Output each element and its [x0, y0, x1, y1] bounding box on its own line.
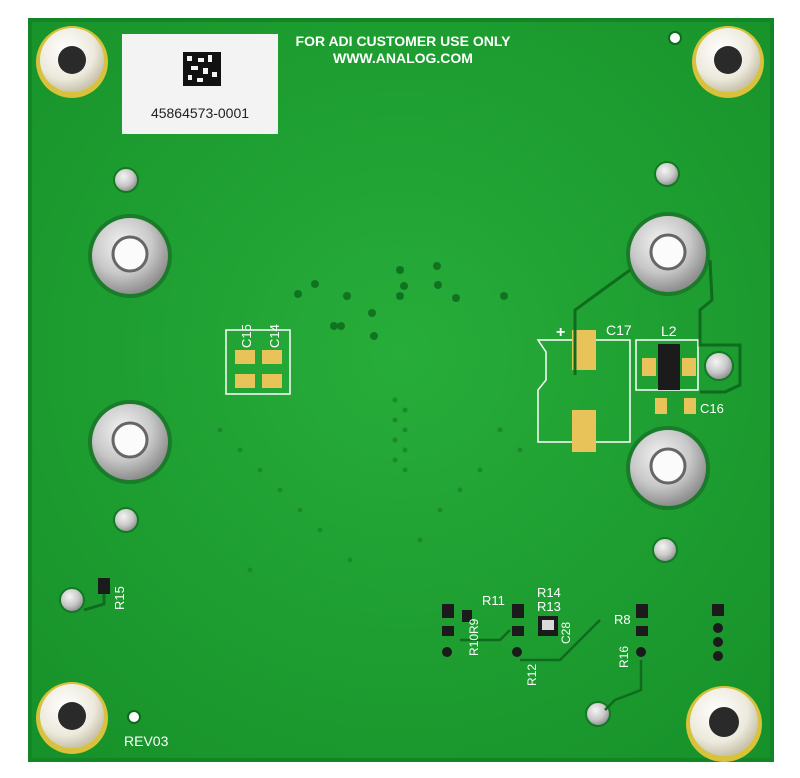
refdes-l2: L2	[661, 323, 677, 339]
refdes-r12: R12	[525, 664, 539, 686]
c15-c14-footprint: C15 C14	[225, 324, 291, 395]
refdes-r10r9: R10R9	[467, 618, 481, 656]
refdes-r11: R11	[482, 593, 505, 608]
refdes-r8: R8	[614, 612, 631, 627]
c16-footprint: C16	[655, 398, 724, 416]
terminal-hole-right-bottom	[626, 426, 710, 510]
plated-hole	[652, 537, 678, 563]
resistor-cluster: R11 R14 R13 R10R9 C28 R12	[442, 585, 601, 686]
refdes-c17: C17	[606, 322, 632, 338]
refdes-c15: C15	[239, 324, 254, 348]
r15-footprint: R15	[83, 578, 127, 612]
refdes-r16: R16	[617, 646, 631, 668]
refdes-r15: R15	[112, 586, 127, 610]
refdes-r13: R13	[537, 599, 561, 614]
standoff-top-right	[692, 26, 764, 98]
terminal-hole-left-top	[88, 214, 172, 298]
standoff-bottom-left	[36, 682, 108, 754]
trace	[573, 268, 631, 375]
standoff-bottom-right	[686, 686, 762, 762]
plated-hole	[585, 701, 611, 727]
label-serial: 45864573-0001	[151, 105, 249, 121]
fiducial-hole	[668, 31, 682, 45]
standoff-top-left	[36, 26, 108, 98]
revision-label: REV03	[124, 733, 169, 749]
l2-footprint: L2	[635, 323, 699, 391]
rev-hole	[127, 710, 141, 724]
terminal-hole-right-top	[626, 212, 710, 296]
refdes-c16: C16	[700, 401, 724, 416]
plated-hole	[59, 587, 85, 613]
r8-r16-footprint: R8 R16	[604, 604, 648, 711]
serial-label: 45864573-0001	[122, 34, 278, 134]
notice-line1: FOR ADI CUSTOMER USE ONLY	[296, 33, 512, 49]
plated-hole	[704, 351, 734, 381]
plated-hole	[113, 167, 139, 193]
refdes-c14: C14	[267, 324, 282, 348]
refdes-c17-plus: +	[556, 324, 565, 341]
refdes-r14: R14	[537, 585, 561, 600]
trace	[698, 259, 742, 394]
notice-line2: WWW.ANALOG.COM	[333, 50, 473, 66]
refdes-c28: C28	[559, 622, 573, 644]
plated-hole	[113, 507, 139, 533]
plated-hole	[654, 161, 680, 187]
terminal-hole-left-bottom	[88, 400, 172, 484]
pad-column-right	[712, 604, 724, 661]
